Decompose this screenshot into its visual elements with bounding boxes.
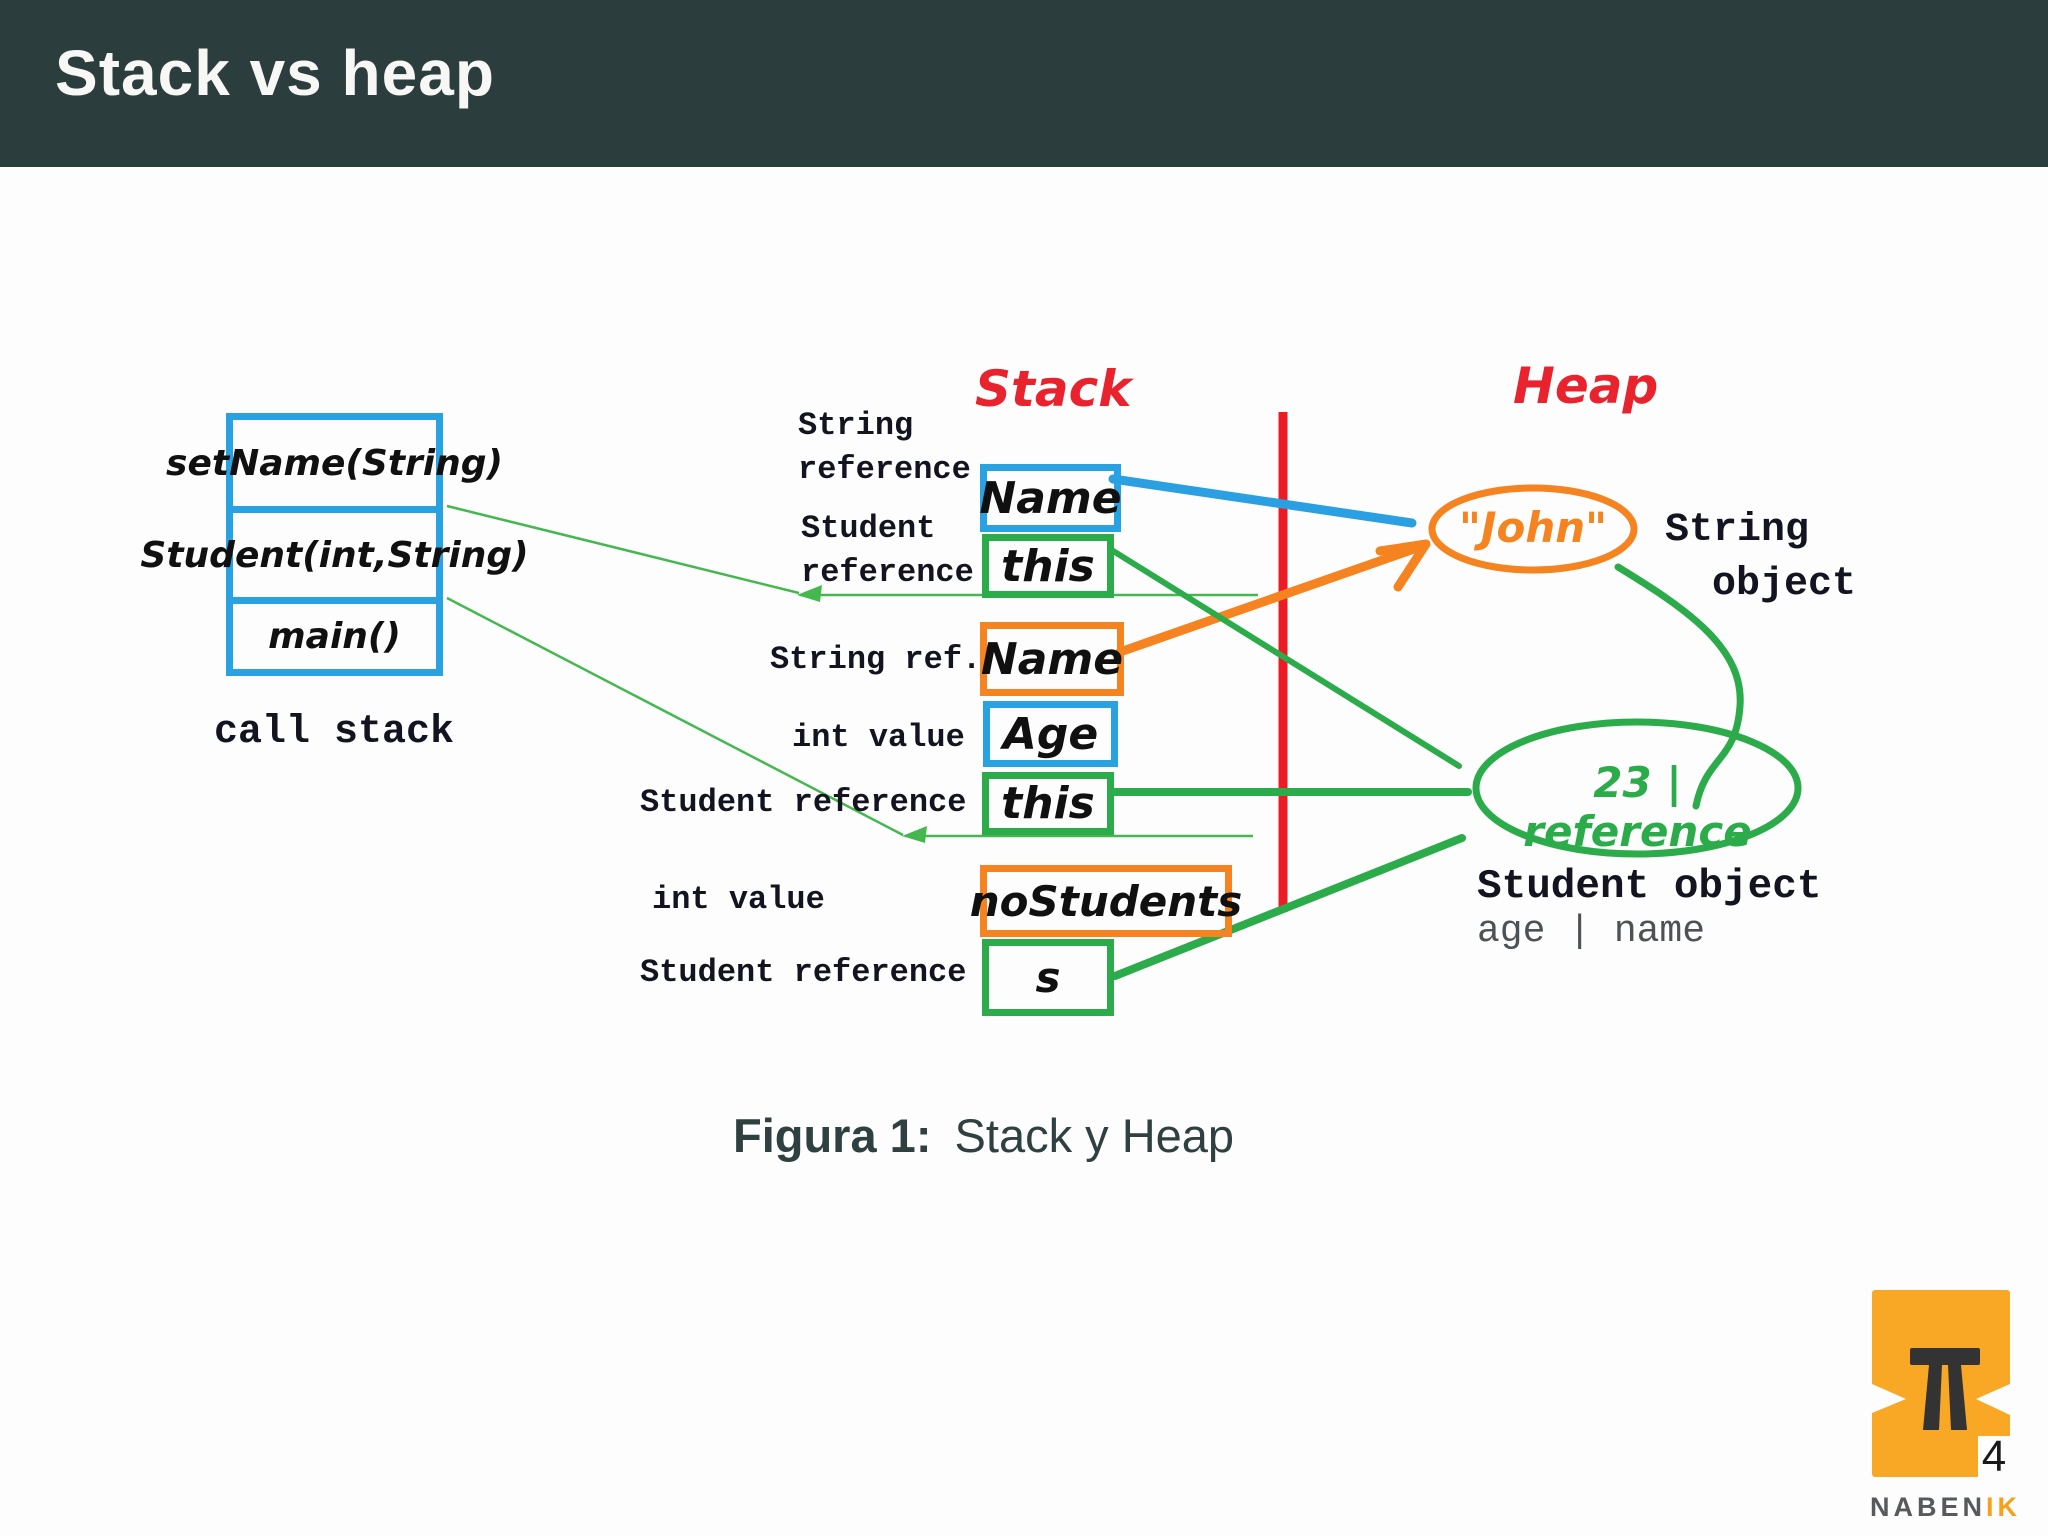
call-stack-label: call stack (214, 710, 455, 755)
stack-slot-s: s (982, 939, 1114, 1016)
slide-header: Stack vs heap (0, 0, 2048, 167)
brand-accent: IK (1986, 1492, 2022, 1522)
nabenik-logo (1872, 1290, 2048, 1530)
stack-slot-this-2: this (982, 772, 1114, 835)
name-ref-to-john-arrow-shaft (1115, 544, 1419, 657)
heap-column-title: Heap (1513, 357, 1659, 415)
student-object-label: Student object (1477, 864, 1822, 910)
slot-value: this (1001, 540, 1095, 592)
row-label-string-ref: String ref. (770, 641, 982, 678)
row-label-int-value: int value (652, 881, 825, 918)
figure-caption-prefix: Figura 1: (733, 1109, 932, 1162)
nabenik-logo-mark (1872, 1290, 2010, 1477)
string-object-label-line2: object (1712, 562, 1857, 607)
logo-left-notch (1872, 1384, 1906, 1413)
stack-slot-age: Age (983, 701, 1118, 767)
pillar-right-leg (1948, 1365, 1967, 1430)
slot-value: s (1035, 953, 1061, 1002)
stack-column-title: Stack (975, 360, 1132, 418)
brand-main: NABEN (1870, 1492, 1987, 1522)
page-number: 4 (1981, 1432, 2007, 1481)
slot-value: noStudents (969, 876, 1243, 926)
stack-slot-name-1: Name (979, 464, 1122, 532)
this1-to-student-line (1107, 546, 1462, 769)
call-stack-box: setName(String) Student(int,String) main… (140, 413, 529, 676)
john-string-value: "John" (1458, 503, 1608, 552)
name-ref-to-john-arrowhead (1375, 539, 1431, 592)
page-title: Stack vs heap (55, 37, 495, 109)
brand-wordmark: NABENIK (1870, 1492, 2021, 1523)
student-object-fields: age | name (1477, 910, 1706, 953)
call-stack-frame: Student(int,String) (140, 513, 529, 604)
logo-corner-cut (1978, 1436, 2010, 1477)
call-stack-frame: setName(String) (166, 420, 503, 513)
slot-value: this (1001, 778, 1095, 829)
row-label-student-reference: Student reference (801, 510, 974, 592)
pillar-icon (1910, 1348, 1980, 1365)
string-object-label-line1: String (1665, 508, 1810, 553)
slot-value: Name (980, 633, 1124, 685)
logo-right-notch (1976, 1384, 2010, 1415)
row-label-int-value: int value (792, 719, 965, 756)
stack-slot-nostudents: noStudents (970, 865, 1242, 937)
pillar-left-leg (1923, 1365, 1942, 1430)
figure-caption: Figura 1: Stack y Heap (733, 1108, 1234, 1163)
stack-slot-this-1: this (982, 534, 1114, 598)
student-object-values: 23 | reference (1523, 758, 1752, 856)
row-label-student-reference: Student reference (640, 954, 967, 991)
name-to-john-line (1108, 474, 1417, 528)
row-label-string-reference: String reference (798, 407, 971, 489)
stack-slot-name-2: Name (980, 622, 1124, 696)
row-label-student-reference: Student reference (640, 784, 967, 821)
call-stack-frame: main() (268, 616, 401, 657)
figure-caption-title: Stack y Heap (954, 1109, 1235, 1162)
slot-value: Name (979, 472, 1122, 524)
frame-divider-arrowhead-2 (902, 826, 927, 843)
slot-value: Age (1002, 708, 1099, 760)
